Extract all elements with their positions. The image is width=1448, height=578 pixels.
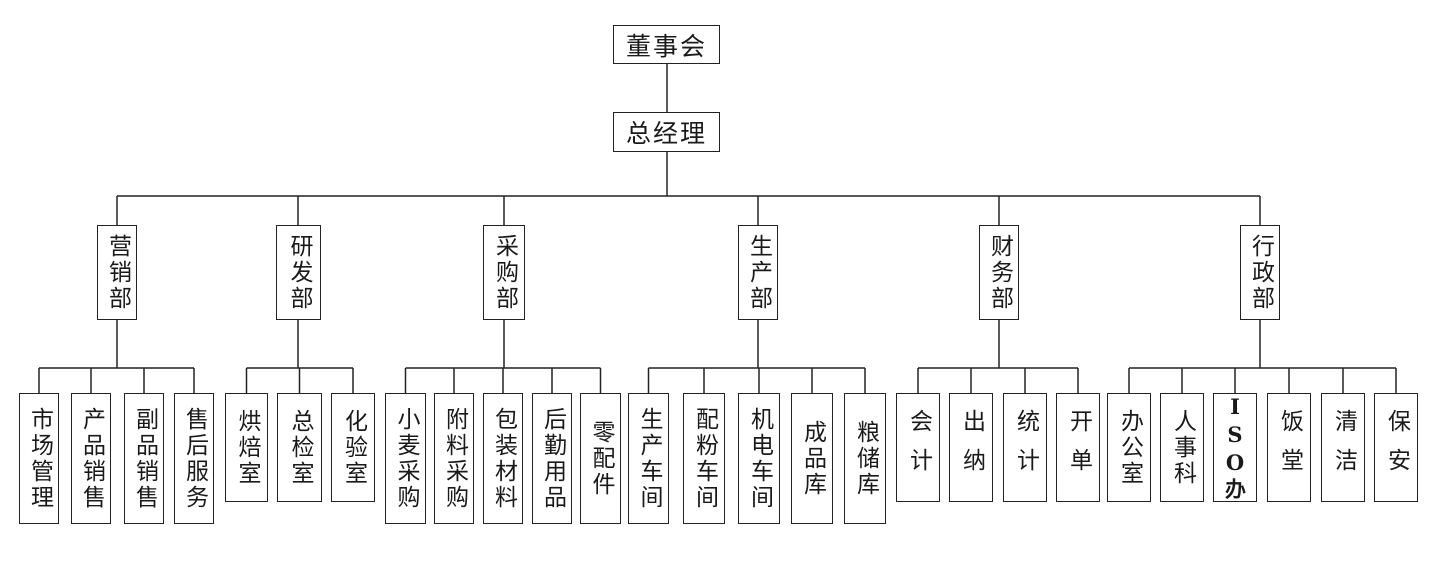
unit-box-label: 副品销售	[131, 406, 158, 511]
unit-box: 零配件	[580, 393, 621, 524]
unit-box-label: 办公室	[1116, 408, 1143, 487]
board-box: 董事会	[613, 25, 720, 64]
unit-box-label: 出纳	[958, 408, 985, 487]
unit-box: 清洁	[1321, 393, 1365, 502]
unit-box-label: 附料采购	[441, 406, 468, 511]
department-box: 采购部	[483, 225, 525, 320]
unit-box: 包装材料	[483, 393, 523, 524]
unit-box: 会计	[896, 393, 940, 502]
unit-box-label: 粮储库	[852, 419, 879, 498]
unit-box: 成品库	[791, 393, 833, 524]
unit-box: 配粉车间	[683, 393, 725, 524]
unit-box-label: 包装材料	[490, 406, 517, 511]
unit-box: 机电车间	[738, 393, 780, 524]
unit-box-label: 成品库	[799, 419, 826, 498]
department-box: 财务部	[979, 225, 1019, 320]
general-manager-label: 总经理	[625, 119, 707, 148]
unit-box-label: 统计	[1012, 408, 1039, 487]
unit-box: 副品销售	[124, 393, 164, 524]
unit-box-label: 市场管理	[26, 406, 53, 511]
unit-box: 出纳	[949, 393, 993, 502]
department-box-label: 生产部	[745, 233, 772, 312]
unit-box: 总检室	[277, 393, 322, 502]
general-manager-box: 总经理	[613, 112, 720, 152]
unit-box-label: 售后服务	[181, 406, 208, 511]
unit-box: 人事科	[1160, 393, 1204, 502]
unit-box-label: 机电车间	[746, 406, 773, 511]
unit-box-label: 保安	[1383, 408, 1410, 487]
department-box: 营销部	[97, 225, 137, 320]
department-box: 生产部	[738, 225, 778, 320]
unit-box: 粮储库	[844, 393, 886, 524]
unit-box-label: ISO办	[1222, 393, 1248, 502]
department-box: 研发部	[276, 225, 321, 320]
unit-box-label: 生产车间	[636, 406, 662, 511]
unit-box: 市场管理	[19, 393, 59, 524]
unit-box-label: 化验室	[340, 408, 367, 487]
unit-box: 开单	[1056, 393, 1100, 502]
unit-box: 售后服务	[174, 393, 214, 524]
unit-box: 产品销售	[71, 393, 111, 524]
department-box: 行政部	[1240, 225, 1280, 320]
unit-box-label: 人事科	[1169, 408, 1196, 487]
unit-box-label: 饭堂	[1276, 408, 1303, 487]
unit-box-label: 会计	[905, 408, 932, 487]
unit-box: 后勤用品	[532, 393, 572, 524]
unit-box: 统计	[1003, 393, 1047, 502]
unit-box-label: 总检室	[287, 408, 313, 487]
unit-box-label: 开单	[1065, 408, 1092, 487]
unit-box: 小麦采购	[385, 393, 426, 524]
unit-box: 化验室	[331, 393, 375, 502]
unit-box-label: 零配件	[588, 419, 614, 498]
unit-box: 附料采购	[434, 393, 474, 524]
unit-box-label: 烘焙室	[234, 408, 260, 487]
unit-box-label: 后勤用品	[539, 406, 566, 511]
unit-box: 烘焙室	[225, 393, 268, 502]
board-label: 董事会	[625, 31, 707, 61]
department-box-label: 行政部	[1247, 233, 1274, 312]
department-box-label: 财务部	[986, 233, 1013, 312]
unit-box-label: 产品销售	[78, 406, 105, 511]
department-box-label: 研发部	[286, 233, 312, 312]
unit-box: 生产车间	[628, 393, 669, 524]
unit-box-label: 清洁	[1330, 408, 1357, 487]
department-box-label: 采购部	[491, 233, 518, 312]
unit-box: 保安	[1374, 393, 1418, 502]
unit-box-label: 配粉车间	[691, 406, 718, 511]
unit-box: 办公室	[1107, 393, 1151, 502]
department-box-label: 营销部	[104, 233, 131, 312]
unit-box: 饭堂	[1267, 393, 1311, 502]
unit-box-label: 小麦采购	[393, 406, 419, 511]
unit-box: ISO办	[1213, 393, 1257, 502]
